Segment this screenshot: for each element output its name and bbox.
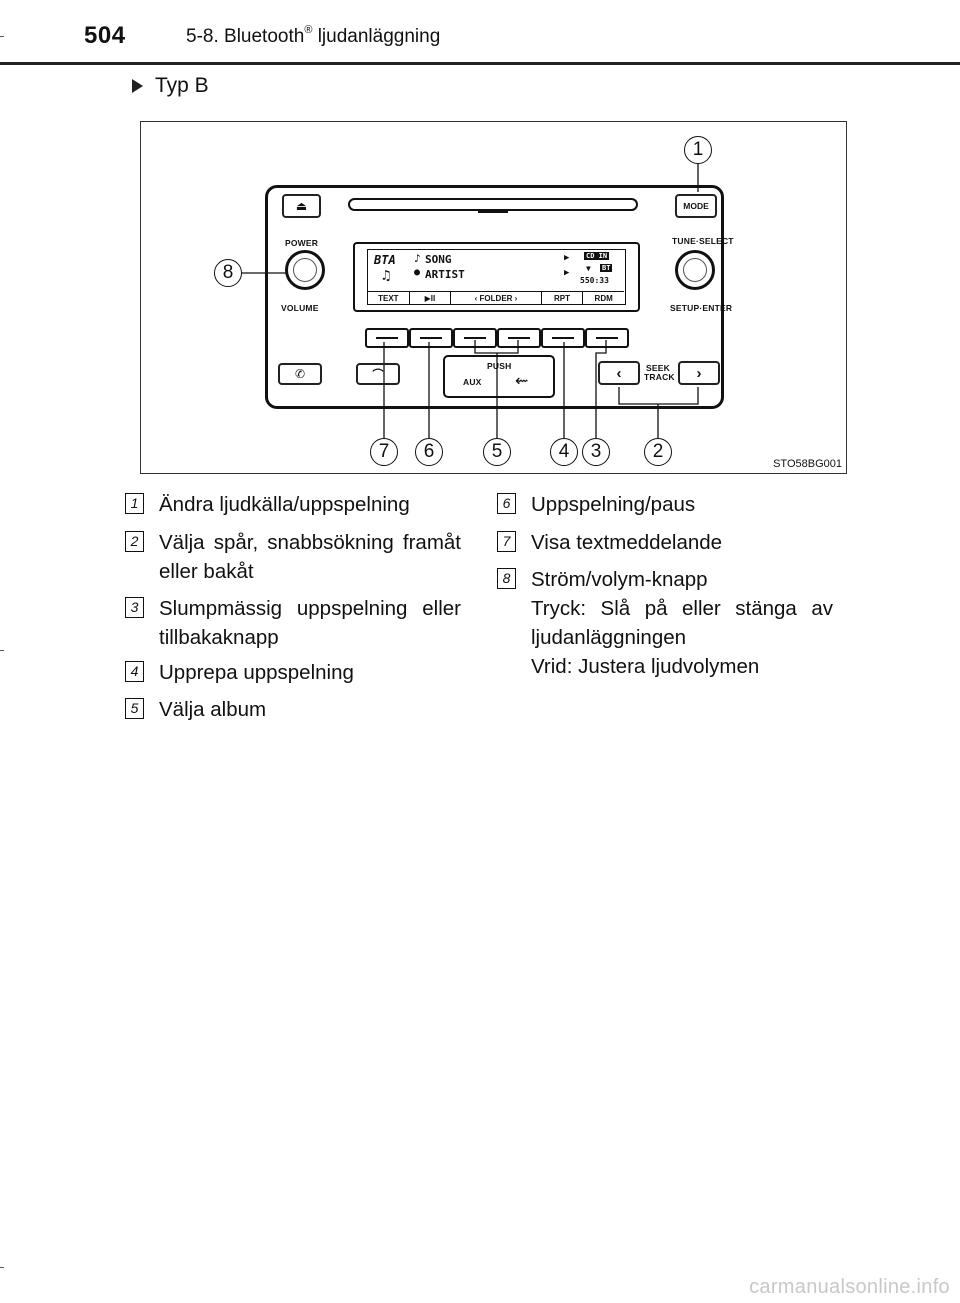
note-icon: ♪ [414, 252, 421, 265]
artist-text: ARTIST [425, 268, 465, 281]
cd-slot [348, 198, 638, 211]
softkey-rpt: RPT [542, 292, 584, 305]
legend-number: 6 [497, 493, 516, 514]
preset-button-rpt[interactable] [541, 328, 585, 348]
phone-button[interactable]: ✆ [278, 363, 322, 385]
section-title: 5-8. Bluetooth® ljudanläggning [186, 24, 441, 47]
eject-button[interactable]: ⏏ [282, 194, 321, 218]
legend-text: Slumpmässig uppspelning eller tillbakakn… [159, 597, 461, 649]
bt-badge: BT [600, 264, 613, 272]
aux-label: AUX [463, 377, 482, 387]
legend-text: Ändra ljudkälla/uppspelning [159, 493, 410, 516]
legend-number: 2 [125, 531, 144, 552]
time-text: 550:33 [580, 276, 609, 285]
chevron-right-icon: › [696, 364, 702, 382]
legend-number: 3 [125, 597, 144, 618]
legend-detail-press: Tryck: Slå på eller stänga av ljudanlägg… [531, 597, 833, 649]
callout-5: 5 [483, 438, 511, 466]
eject-icon: ⏏ [295, 199, 308, 213]
legend-text: Uppspelning/paus [531, 493, 696, 516]
preset-button-rdm[interactable] [585, 328, 629, 348]
cd-slot-notch [478, 211, 508, 213]
leader-lines [239, 162, 699, 438]
softkey-folder: ‹ FOLDER › [451, 292, 542, 305]
chevron-left-icon: ‹ [616, 364, 622, 382]
legend-number: 4 [125, 661, 144, 682]
bullet-triangle-icon [132, 79, 143, 93]
track-label: TRACK [644, 372, 675, 382]
cd-in-badge: CD IN [584, 252, 610, 260]
seek-label: SEEK [646, 363, 670, 373]
legend-number: 1 [125, 493, 144, 514]
margin-tick [0, 650, 4, 651]
legend-detail-turn: Vrid: Justera ljudvolymen [531, 655, 760, 678]
hangup-button[interactable]: ⌒ [356, 363, 400, 385]
preset-button-text[interactable] [365, 328, 409, 348]
legend-text: Välja album [159, 698, 267, 721]
page-number: 504 [84, 22, 126, 49]
display: BTA ♪ SONG ♫ ● ARTIST ▶ ▶ CD IN ▼ BT 550… [353, 242, 640, 312]
subheading-text: Typ B [155, 74, 209, 97]
arrow-right-icon: ▶ [564, 253, 570, 263]
margin-tick [0, 36, 4, 37]
aux-usb-panel: PUSH AUX ⇜ [443, 355, 555, 398]
preset-button-folder-up[interactable] [497, 328, 541, 348]
legend-number: 5 [125, 698, 144, 719]
source-text: BTA [374, 253, 396, 267]
callout-7: 7 [370, 438, 398, 466]
softkey-rdm: RDM [594, 294, 613, 303]
legend-text: Upprepa uppspelning [159, 661, 354, 684]
song-text: SONG [425, 253, 452, 266]
push-label: PUSH [487, 361, 512, 371]
setup-enter-label: SETUP·ENTER [670, 303, 733, 313]
volume-label: VOLUME [281, 303, 319, 313]
usb-icon: ⇜ [515, 373, 529, 390]
seek-forward-button[interactable]: › [678, 361, 720, 385]
legend-text: Ström/volym-knapp [531, 568, 708, 591]
power-label: POWER [285, 238, 319, 248]
page-header: 504 5-8. Bluetooth® ljudanläggning [0, 0, 960, 62]
header-rule [0, 62, 960, 65]
signal-icon: ▼ [586, 264, 591, 273]
mode-button[interactable]: MODE [675, 194, 717, 218]
callout-4: 4 [550, 438, 578, 466]
power-volume-knob[interactable] [285, 250, 325, 290]
artist-icon: ● [414, 267, 421, 278]
softkey-play-pause: ▶II [410, 292, 452, 305]
softkey-labels: TEXT ▶II ‹ FOLDER › RPT RDM [368, 291, 624, 305]
legend-number: 8 [497, 568, 516, 589]
radio-figure: ⏏ MODE POWER VOLUME BTA ♪ SONG ♫ ● ARTIS… [140, 121, 847, 474]
audio-unit: ⏏ MODE POWER VOLUME BTA ♪ SONG ♫ ● ARTIS… [265, 185, 734, 409]
watermark: carmanualsonline.info [749, 1276, 950, 1298]
legend-text: Välja spår, snabbsökning framåt eller ba… [159, 531, 461, 583]
subheading: Typ B [132, 74, 209, 98]
legend-number: 7 [497, 531, 516, 552]
tune-select-knob[interactable] [675, 250, 715, 290]
arrow-right-icon: ▶ [564, 268, 570, 278]
softkey-text: TEXT [368, 292, 410, 305]
callout-1: 1 [684, 136, 712, 164]
phone-icon: ✆ [294, 367, 306, 381]
callout-6: 6 [415, 438, 443, 466]
figure-id: STO58BG001 [773, 458, 842, 470]
callout-2: 2 [644, 438, 672, 466]
preset-button-folder-down[interactable] [453, 328, 497, 348]
seek-back-button[interactable]: ‹ [598, 361, 640, 385]
callout-8: 8 [214, 259, 242, 287]
tune-select-label: TUNE·SELECT [672, 236, 734, 246]
hangup-icon: ⌒ [372, 369, 384, 381]
callout-3: 3 [582, 438, 610, 466]
preset-button-play-pause[interactable] [409, 328, 453, 348]
display-panel: BTA ♪ SONG ♫ ● ARTIST ▶ ▶ CD IN ▼ BT 550… [367, 249, 626, 305]
music-icon: ♫ [382, 268, 391, 284]
legend-text: Visa textmeddelande [531, 531, 723, 554]
margin-tick [0, 1267, 4, 1268]
